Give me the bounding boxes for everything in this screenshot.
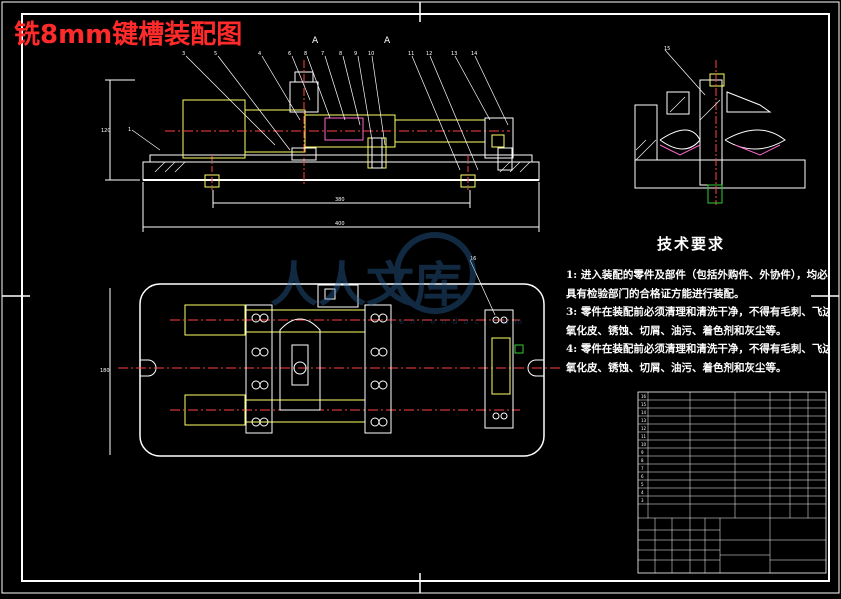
- svg-text:16: 16: [641, 394, 647, 399]
- tech-note-line: 氧化皮、锈蚀、切屑、油污、着色剂和灰尘等。: [566, 324, 787, 337]
- svg-text:6: 6: [641, 474, 644, 479]
- front-view: 3 5 4 6 8 7 8 9 10 11 12 13 14 1 120 380 400: [101, 51, 540, 232]
- svg-text:4: 4: [641, 490, 644, 495]
- svg-text:11: 11: [408, 51, 414, 57]
- svg-text:5: 5: [641, 482, 644, 487]
- svg-text:1: 1: [128, 127, 131, 133]
- svg-text:9: 9: [354, 51, 357, 57]
- title-block: 16 15 14 13 12 11 10 9 8 7 6 5 4 3: [637, 391, 827, 574]
- svg-text:15: 15: [664, 46, 670, 52]
- svg-text:10: 10: [641, 442, 647, 447]
- svg-text:13: 13: [451, 51, 457, 57]
- svg-text:7: 7: [641, 466, 644, 471]
- svg-text:11: 11: [641, 434, 647, 439]
- svg-text:15: 15: [641, 402, 647, 407]
- svg-text:7: 7: [321, 51, 324, 57]
- svg-text:8: 8: [339, 51, 342, 57]
- svg-text:14: 14: [641, 410, 647, 415]
- tech-note-line: 1: 进入装配的零件及部件（包括外购件、外协件），均必须: [566, 269, 830, 281]
- tech-note-line: 4: 零件在装配前必须清理和清洗干净，不得有毛刺、飞边、: [566, 343, 830, 355]
- tech-requirements-heading: 技术要求: [657, 235, 726, 253]
- inner-border: [21, 13, 830, 582]
- svg-text:4: 4: [258, 51, 261, 57]
- svg-text:14: 14: [471, 51, 477, 57]
- svg-text:3: 3: [182, 51, 185, 57]
- side-view: 15: [634, 46, 806, 205]
- svg-text:400: 400: [335, 221, 345, 227]
- svg-text:120: 120: [101, 128, 111, 134]
- svg-text:16: 16: [470, 256, 476, 262]
- svg-text:180: 180: [100, 368, 110, 374]
- svg-text:12: 12: [426, 51, 432, 57]
- svg-text:13: 13: [641, 418, 647, 423]
- svg-text:10: 10: [368, 51, 374, 57]
- tech-note-line: 氧化皮、锈蚀、切屑、油污、着色剂和灰尘等。: [566, 361, 787, 374]
- tech-requirements-notes: 1: 进入装配的零件及部件（包括外购件、外协件），均必须 具有检验部门的合格证方…: [566, 266, 830, 377]
- section-label-a: A: [312, 36, 319, 46]
- svg-text:380: 380: [335, 197, 345, 203]
- svg-text:8: 8: [641, 458, 644, 463]
- svg-text:6: 6: [288, 51, 291, 57]
- svg-text:3: 3: [641, 498, 644, 503]
- svg-text:12: 12: [641, 426, 647, 431]
- top-view: 180 16: [100, 256, 560, 457]
- svg-text:9: 9: [641, 450, 644, 455]
- tech-note-line: 具有检验部门的合格证方能进行装配。: [566, 287, 745, 300]
- tech-note-line: 3: 零件在装配前必须清理和清洗干净，不得有毛刺、飞边、: [566, 306, 830, 318]
- svg-text:8: 8: [304, 51, 307, 57]
- drawing-title: 铣8mm键槽装配图: [14, 20, 243, 50]
- svg-text:5: 5: [214, 51, 217, 57]
- section-label-a2: A: [384, 36, 391, 46]
